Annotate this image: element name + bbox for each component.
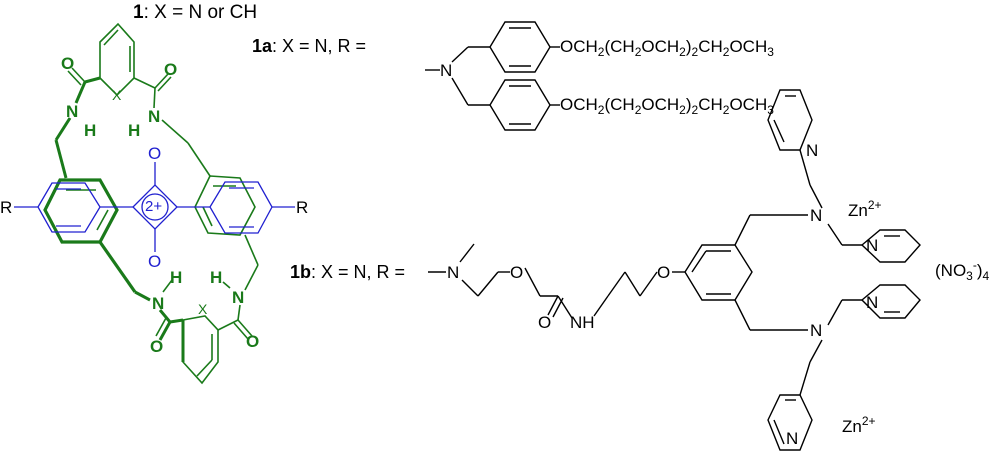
zinc-charge: 2+ [867, 198, 882, 212]
atom-n: N [440, 61, 453, 80]
compound-definition: : X = N, R = [311, 262, 406, 282]
macrocycle-bonds [43, 22, 259, 385]
atom-n: N [810, 206, 823, 225]
compound-number: 1 [133, 2, 144, 23]
atom-o: O [246, 332, 260, 351]
atom-h: H [128, 121, 141, 140]
squaraine-dye-bonds [14, 162, 295, 252]
substituent-1a-bonds [425, 21, 560, 131]
zinc-charge: 2+ [861, 414, 876, 428]
compound-definition: : X = N, R = [272, 36, 367, 56]
atom-nh: NH [570, 313, 595, 332]
atom-o: O [148, 144, 162, 163]
zinc-ion: Zn2+ [842, 415, 876, 436]
oligoether-chain: OCH2(CH2OCH2)2CH2OCH3 [560, 37, 774, 59]
pyridine-n: N [866, 293, 879, 312]
atom-o: O [148, 252, 162, 271]
atom-x: X [112, 87, 122, 103]
zinc-symbol: Zn [842, 417, 862, 436]
pyridine-n: N [866, 236, 879, 255]
compound-number: 1b [290, 262, 312, 282]
atom-r: R [0, 198, 13, 217]
atom-o: O [657, 263, 671, 282]
atom-n: N [232, 288, 245, 307]
atom-x: X [198, 301, 208, 317]
compound-1a-label: 1a: X = N, R = [252, 37, 366, 55]
zinc-symbol: Zn [848, 201, 868, 220]
nitrate-count: 4 [982, 269, 990, 283]
atom-n: N [810, 321, 823, 340]
zinc-ion: Zn2+ [848, 199, 882, 220]
charge-label: 2+ [145, 198, 163, 215]
atom-h: H [170, 268, 183, 287]
atom-o: O [538, 313, 552, 332]
atom-h: H [210, 268, 223, 287]
atom-o: O [164, 60, 178, 79]
atom-r: R [296, 198, 309, 217]
atom-n: N [447, 263, 460, 282]
nitrate-formula: (NO3-) [935, 258, 983, 283]
compound-number: 1a [252, 36, 273, 56]
oligoether-chain: OCH2(CH2OCH2)2CH2OCH3 [560, 95, 774, 117]
atom-o: O [61, 54, 75, 73]
nitrate-counterion: (NO3-)4 [935, 258, 989, 283]
atom-n: N [66, 102, 79, 121]
pyridine-n: N [786, 429, 799, 448]
atom-o: O [150, 337, 164, 356]
atom-o: O [510, 263, 524, 282]
atom-h: H [84, 121, 97, 140]
pyridine-n: N [806, 141, 819, 160]
compound-definition: : X = N or CH [143, 2, 258, 23]
compound-1b-label: 1b: X = N, R = [290, 263, 405, 281]
compound-1-label: 1: X = N or CH [133, 3, 257, 22]
atom-n: N [152, 294, 165, 313]
atom-n: N [148, 107, 161, 126]
substituent-1b-bonds [428, 89, 921, 451]
